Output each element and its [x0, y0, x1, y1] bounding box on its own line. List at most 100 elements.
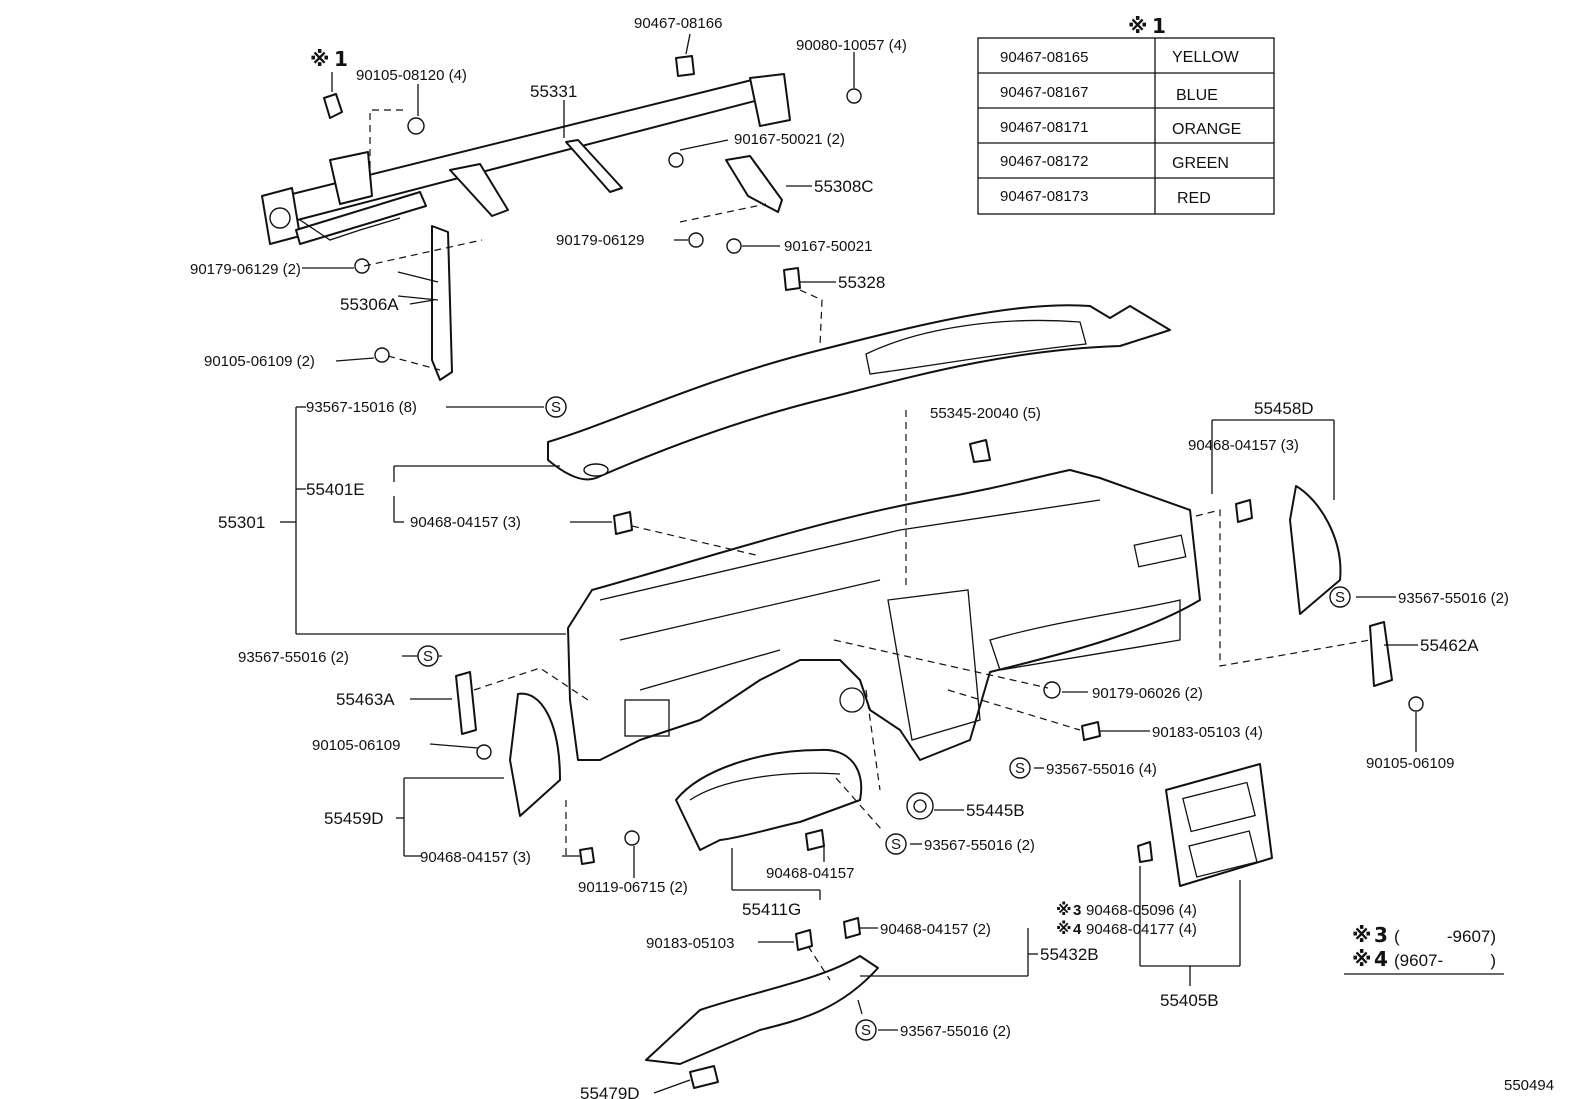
nut-90167-50021-drawing [668, 152, 684, 168]
s-circle-icon [855, 1019, 877, 1041]
label-93567-15016: 93567-15016 (8) [306, 399, 417, 416]
clip-90468-05096-drawing [1137, 841, 1153, 863]
diagram-code: 550494 [1504, 1077, 1554, 1094]
table-part-cell: 90467-08165 [1000, 49, 1088, 66]
table-color-cell: ORANGE [1172, 121, 1241, 138]
bolt-90119-06715-drawing [624, 830, 640, 846]
label-55411g: 55411G [742, 900, 801, 919]
bolt-90105-06109-2-drawing [374, 347, 390, 363]
note3-marker: 3 [1073, 902, 1081, 919]
dashed-leader [807, 945, 831, 981]
note3-symbol: ※ [1056, 900, 1072, 919]
clip-90183-05103-drawing [795, 929, 813, 951]
label-55401e: 55401E [306, 480, 365, 499]
table-part-cell: 90467-08171 [1000, 119, 1088, 136]
label-55459d: 55459D [324, 809, 384, 828]
note1-marker: 1 [334, 47, 348, 71]
label-55331: 55331 [530, 82, 577, 101]
clip-90468-04157-3-center-drawing [613, 511, 633, 535]
footnote3-range: ( -9607) [1394, 927, 1496, 946]
bracket-55306a-drawing [431, 225, 453, 381]
s-circle-letter: S [551, 399, 561, 416]
s-circle-letter: S [1335, 589, 1345, 606]
bar-end-hole [269, 207, 291, 229]
label-55445b: 55445B [966, 801, 1025, 820]
label-90179-06129: 90179-06129 [556, 232, 644, 249]
panel-vent-opening [624, 699, 670, 737]
s-circle-icon [885, 833, 907, 855]
label-55345-20040: 55345-20040 (5) [930, 405, 1041, 422]
center-stay [565, 139, 623, 193]
table-border [977, 37, 1275, 215]
leader-line [335, 357, 375, 362]
upper-pad-opening [865, 319, 1087, 375]
clip-90467-08166-drawing [675, 55, 695, 77]
ring-inner [913, 799, 927, 813]
label-55328: 55328 [838, 273, 885, 292]
label-55308c: 55308C [814, 177, 874, 196]
label-55432b: 55432B [1040, 945, 1099, 964]
label-90468-04177: 90468-04177 (4) [1086, 921, 1197, 938]
label-90119-06715: 90119-06715 (2) [578, 879, 688, 896]
upper-pad-55401e-drawing [547, 304, 1171, 481]
dashed-leader [947, 689, 1081, 731]
label-90105-06109-left: 90105-06109 [312, 737, 400, 754]
table-color-cell: GREEN [1172, 155, 1229, 172]
note1-symbol: ※ [310, 47, 329, 71]
dashed-leader [1195, 509, 1371, 667]
label-90179-06129-2: 90179-06129 (2) [190, 261, 301, 278]
footnote3-marker: 3 [1374, 923, 1388, 947]
table-color-cell: YELLOW [1172, 49, 1240, 66]
ring-55445b-drawing [906, 792, 934, 820]
bolt-90105-08120-drawing [407, 117, 425, 135]
instrument-panel-55301-drawing [567, 469, 1201, 761]
glovebox-opening [989, 599, 1181, 671]
label-90183-05103: 90183-05103 [646, 935, 734, 952]
bracket-55462a-drawing [1369, 621, 1393, 687]
footnote4-marker: 4 [1374, 947, 1388, 971]
bar-mount-bracket [329, 151, 373, 205]
label-90467-08166: 90467-08166 [634, 15, 722, 32]
label-90080-10057: 90080-10057 (4) [796, 37, 907, 54]
nut-90179-06129-drawing [688, 232, 704, 248]
leader-line [857, 999, 863, 1015]
panel-vent-opening [1133, 534, 1187, 568]
nut-90179-06129-2-drawing [354, 258, 370, 274]
footnote3-symbol: ※ [1352, 923, 1371, 947]
table-part-cell: 90467-08173 [1000, 188, 1088, 205]
clip-55328-drawing [783, 267, 801, 291]
clip-90468-04157-3-right-drawing [1235, 499, 1253, 523]
clip-90468-04157-drawing [805, 829, 825, 851]
label-90167-50021: 90167-50021 [784, 238, 872, 255]
bolt-90105-06109-left-drawing [476, 744, 492, 760]
center-panel-opening [1188, 830, 1258, 878]
dashed-leader [865, 689, 881, 791]
label-93567-55016-4: 93567-55016 (4) [1046, 761, 1157, 778]
label-55405b: 55405B [1160, 991, 1219, 1010]
label-90179-06026: 90179-06026 (2) [1092, 685, 1203, 702]
label-90167-50021-2: 90167-50021 (2) [734, 131, 845, 148]
label-90468-04157-2: 90468-04157 (2) [880, 921, 991, 938]
s-circle-letter: S [891, 836, 901, 853]
clip-90468-04157-2-drawing [843, 917, 861, 939]
leader-line [685, 33, 691, 55]
footnote4-symbol: ※ [1352, 947, 1371, 971]
panel-detail [599, 499, 1101, 691]
s-circle-letter: S [861, 1022, 871, 1039]
table-note-symbol: ※ [1128, 14, 1147, 38]
dashed-leader [833, 639, 1049, 689]
side-cover-55458d-drawing [1289, 485, 1342, 615]
lower-cover-55432b-drawing [645, 955, 879, 1065]
label-55306a: 55306A [340, 295, 399, 314]
label-93567-55016-2-bottom: 93567-55016 (2) [900, 1023, 1011, 1040]
label-90468-04157-3-left: 90468-04157 (3) [420, 849, 531, 866]
cluster-panel-detail [689, 772, 841, 801]
note4-marker: 4 [1073, 921, 1082, 938]
s-circle-icon [1329, 586, 1351, 608]
s-circle-icon [1009, 757, 1031, 779]
center-cluster-frame [887, 589, 981, 741]
table-part-cell: 90467-08172 [1000, 153, 1088, 170]
clip-90468-04157-left-drawing [579, 847, 595, 865]
bar-end-bracket-right [749, 73, 791, 127]
